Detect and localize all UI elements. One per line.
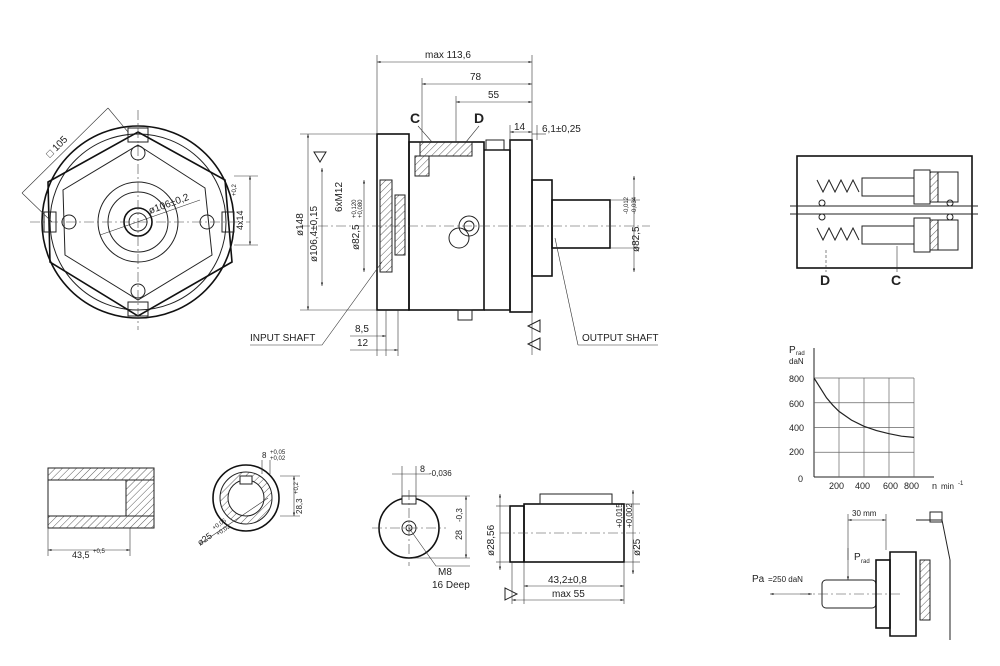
chart-x-tick-400: 400 [855, 481, 870, 491]
square-dim-label: □ 105 [44, 134, 70, 160]
shaft-height-label: 28 [454, 530, 464, 540]
keyway-depth-label: 28,3 [295, 498, 304, 514]
dim-dia82-in: ø82,5 [351, 224, 362, 250]
dim-dia148: ø148 [295, 213, 306, 236]
chart-y-tick-400: 400 [789, 423, 804, 433]
front-view: □ 105 ø106±0,2 4x14 +0,2 [21, 107, 258, 330]
keyway-width-label: 8 [262, 451, 267, 460]
chart-x-title: n [932, 481, 937, 491]
chart-x-unit: min [941, 482, 954, 491]
chart-series-line-0 [813, 377, 915, 438]
dim-dia82-out: ø82,5 [631, 226, 642, 252]
chart-x-tick-600: 600 [883, 481, 898, 491]
dim-dia82-out-tol-lower: -0,034 [632, 196, 638, 214]
chart-y-unit: daN [789, 357, 804, 366]
load-pa-value: =250 daN [768, 575, 803, 584]
bore-detail: 43,5 +0,5 [47, 467, 155, 560]
dim-8-5: 8,5 [355, 324, 369, 335]
keyway-depth-tol: +0,2 [294, 481, 300, 494]
keyway-width-tol-lower: +0,02 [270, 456, 286, 462]
shaft-thread-label: M8 [438, 567, 452, 578]
dim-6-1: 6,1±0,25 [542, 124, 581, 135]
shaft-thread-depth-label: 16 Deep [432, 580, 470, 591]
chart-y-title-sub: rad [796, 351, 805, 357]
dim-dia106: ø106,4±0,15 [309, 205, 320, 262]
chart-y-tick-800: 800 [789, 374, 804, 384]
shaft-dia28-label: ø28,56 [486, 524, 497, 556]
shaft-len-label: 43,2±0,8 [548, 575, 587, 586]
shaft-dia25-label: ø25 [632, 538, 643, 556]
input-shaft-label: INPUT SHAFT [250, 333, 315, 344]
keyway-bore-detail: 8 +0,05 +0,02 28,3 +0,2 ø25 +0,06 +0,02 [195, 450, 304, 548]
holes-label: 4x14 [235, 210, 245, 230]
holes-tol: +0,2 [232, 183, 238, 196]
keyway-width-tol-upper: +0,05 [270, 450, 286, 456]
chart-series [813, 377, 915, 438]
port-d-label: D [474, 110, 484, 126]
chart-x-unit-exp: -1 [958, 481, 964, 487]
dim-max-length: max 113,6 [425, 50, 471, 61]
shaft-max-label: max 55 [552, 589, 585, 600]
piston-label-c: C [891, 272, 901, 288]
dim-dia82-in-tol-lower: +0,080 [358, 199, 364, 218]
dim-dia82-out-tol-upper: -0,012 [624, 196, 630, 214]
bolt-circle-label: ø106±0,2 [147, 192, 191, 217]
chart-y-tick-600: 600 [789, 399, 804, 409]
chart-grid [813, 348, 934, 478]
load-prad-label: P [854, 552, 861, 563]
piston-diagram: D C [790, 155, 978, 288]
shaft-key-width-tol: -0,036 [429, 469, 452, 478]
load-prad-sub: rad [861, 559, 870, 565]
load-chart: P rad daN 800 600 400 200 0 200 400 600 … [789, 345, 964, 491]
shaft-side-detail: ø28,56 ø25 +0,015 +0,002 43,2±0,8 max 55 [486, 490, 643, 604]
chart-y-tick-0: 0 [798, 474, 803, 484]
shaft-end-detail: 8 -0,036 28 -0,3 M8 16 Deep [372, 464, 470, 591]
port-c-label: C [410, 110, 420, 126]
side-view: max 113,6 78 55 14 6,1±0,25 C D ø148 ø10… [250, 50, 658, 356]
dim-dia82-in-tol-upper: +0,120 [352, 199, 358, 218]
chart-x-tick-200: 200 [829, 481, 844, 491]
chart-y-tick-200: 200 [789, 447, 804, 457]
output-shaft-label: OUTPUT SHAFT [582, 333, 658, 344]
shaft-dia25-tol-lower: +0,002 [625, 503, 634, 528]
shaft-key-width-label: 8 [420, 464, 425, 474]
load-detail: 30 mm P rad Pa =250 daN [752, 509, 951, 640]
bore-length-label: 43,5 [72, 550, 90, 560]
chart-x-tick-800: 800 [904, 481, 919, 491]
chart-y-title: P [789, 345, 796, 356]
keyway-dia-label: ø25 [195, 531, 213, 548]
dim-thread: 6xM12 [334, 182, 345, 212]
piston-label-d: D [820, 272, 830, 288]
shaft-dia25-tol-upper: +0,015 [615, 503, 624, 528]
shaft-height-tol: -0,3 [455, 508, 464, 522]
dim-14: 14 [514, 122, 526, 133]
dim-78: 78 [470, 72, 482, 83]
bore-length-tol: +0,5 [93, 549, 106, 555]
load-pa-label: Pa [752, 574, 765, 585]
load-dim-30: 30 mm [852, 509, 877, 518]
dim-55: 55 [488, 90, 500, 101]
dim-12: 12 [357, 338, 369, 349]
